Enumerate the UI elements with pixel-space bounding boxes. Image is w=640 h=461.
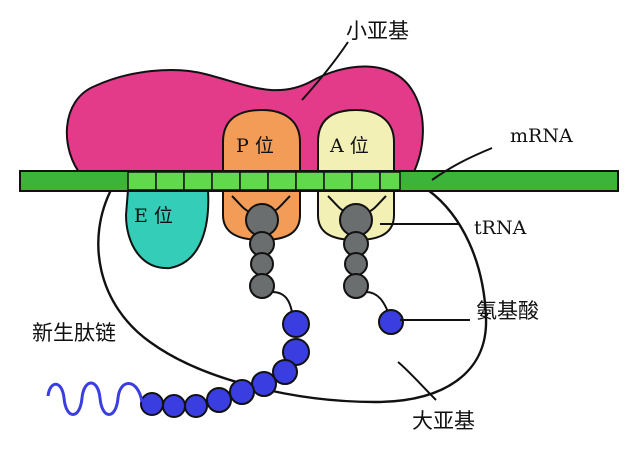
large-subunit-outline — [97, 187, 488, 404]
p-site-trna — [231, 195, 293, 313]
a-trna-tail — [365, 291, 389, 313]
peptide-bead — [272, 359, 298, 385]
p-trna-bead — [250, 252, 274, 276]
peptide-chain — [140, 310, 310, 418]
small-subunit-leader — [301, 41, 349, 101]
peptide-bead — [229, 379, 255, 405]
peptide-bead — [162, 394, 186, 418]
mrna-codon — [211, 171, 241, 191]
peptide-bead — [140, 392, 164, 416]
amino-acid-on-a-trna — [378, 309, 404, 335]
large-subunit-label: 大亚基 — [412, 409, 475, 433]
peptide-bead — [206, 387, 232, 413]
mrna-codon — [323, 171, 353, 191]
mrna-codon — [155, 171, 185, 191]
trna-label: tRNA — [474, 217, 527, 239]
mrna-codon — [351, 171, 381, 191]
mrna-codons — [127, 171, 401, 191]
amino-acid-label: 氨基酸 — [476, 299, 539, 323]
a-trna-bead — [343, 273, 369, 299]
a-site-label: A 位 — [329, 135, 369, 157]
e-site-shape — [124, 189, 210, 270]
peptide-bead — [184, 394, 208, 418]
mrna-codon — [267, 171, 297, 191]
mrna-codon — [379, 171, 401, 191]
mrna-leader — [431, 147, 493, 181]
peptide-helix — [46, 381, 144, 416]
peptide-label: 新生肽链 — [32, 321, 116, 345]
p-trna-tail — [271, 291, 293, 313]
small-subunit-label: 小亚基 — [346, 19, 409, 43]
a-trna-bead — [344, 252, 368, 276]
large-subunit-leader — [397, 361, 437, 401]
peptide-bead — [282, 310, 310, 338]
peptide-bead — [251, 371, 277, 397]
mrna-codon — [295, 171, 325, 191]
p-site-label: P 位 — [236, 135, 274, 157]
peptide-bead — [282, 338, 310, 366]
p-trna-bead — [249, 273, 275, 299]
mrna-codon — [127, 171, 157, 191]
a-site-trna — [327, 195, 389, 313]
e-site-label: E 位 — [134, 205, 173, 227]
mrna-codon — [239, 171, 269, 191]
mrna-codon — [183, 171, 213, 191]
mrna-label: mRNA — [510, 125, 573, 147]
